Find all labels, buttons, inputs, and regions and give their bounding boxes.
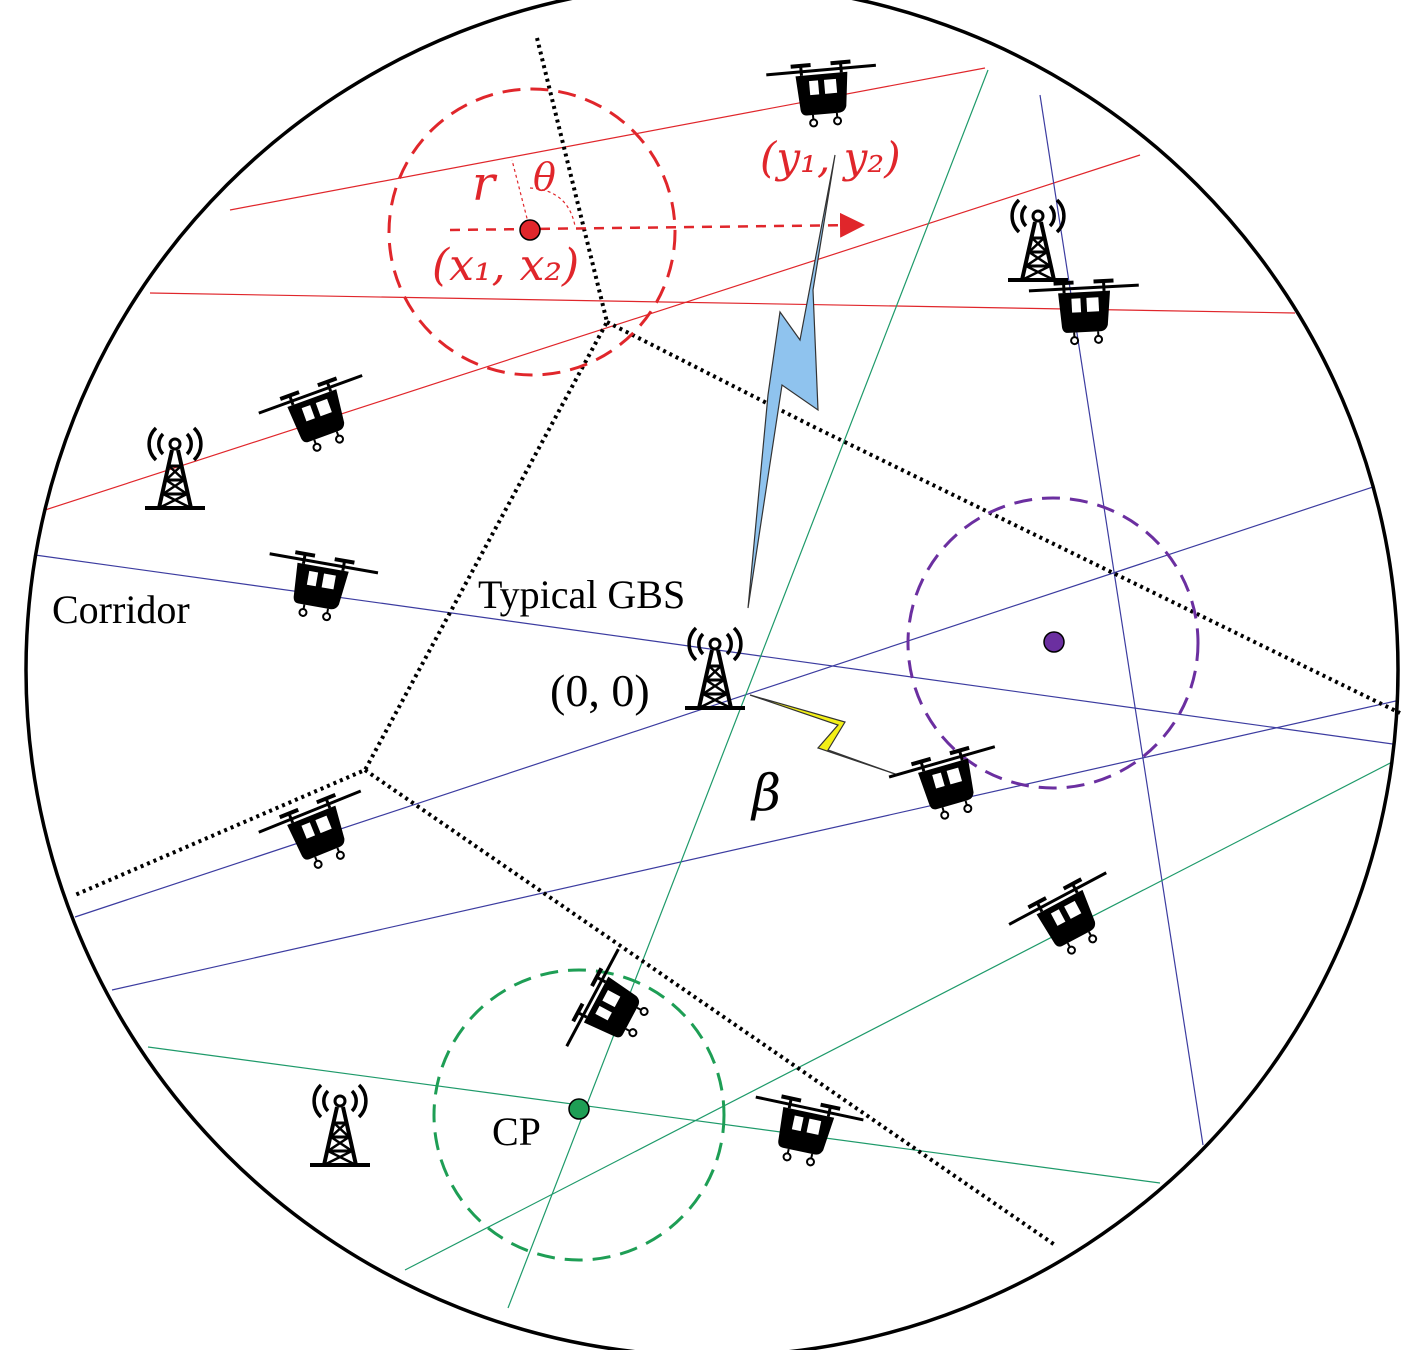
origin-label: (0, 0)	[550, 665, 650, 716]
cell-tower-icon	[683, 626, 747, 710]
drone-icon	[258, 545, 382, 630]
drone-icon	[1029, 279, 1142, 346]
green-cp-region	[432, 968, 726, 1262]
cell-tower-icon	[308, 1083, 372, 1167]
backhaul-link-icon	[747, 154, 836, 609]
drone-icon	[561, 946, 667, 1072]
purple-cp-region	[906, 496, 1200, 790]
drone-icon	[254, 367, 384, 468]
radius-label: r	[472, 156, 498, 212]
access-link-icon	[749, 694, 899, 776]
angle-label: θ	[533, 155, 556, 199]
drone-icon	[254, 783, 384, 886]
coverage-boundary	[24, 0, 1400, 1355]
corridor-lines	[34, 67, 1398, 1309]
beta-label: β	[750, 764, 781, 822]
drone-icon	[763, 57, 883, 133]
cp-point-label: (x₁, x₂)	[432, 240, 579, 291]
drone-icon	[885, 738, 1013, 833]
cell-tower-icon	[1006, 198, 1070, 282]
drone-icon	[742, 1089, 867, 1177]
uav-point-label: (y₁, y₂)	[760, 133, 901, 182]
drone-icon	[1006, 867, 1132, 973]
red-cp-region	[387, 87, 865, 377]
cp-label: CP	[492, 1109, 541, 1154]
voronoi-boundaries	[74, 37, 1401, 1247]
typical-gbs-label: Typical GBS	[478, 572, 685, 617]
corridor-label: Corridor	[52, 587, 190, 632]
